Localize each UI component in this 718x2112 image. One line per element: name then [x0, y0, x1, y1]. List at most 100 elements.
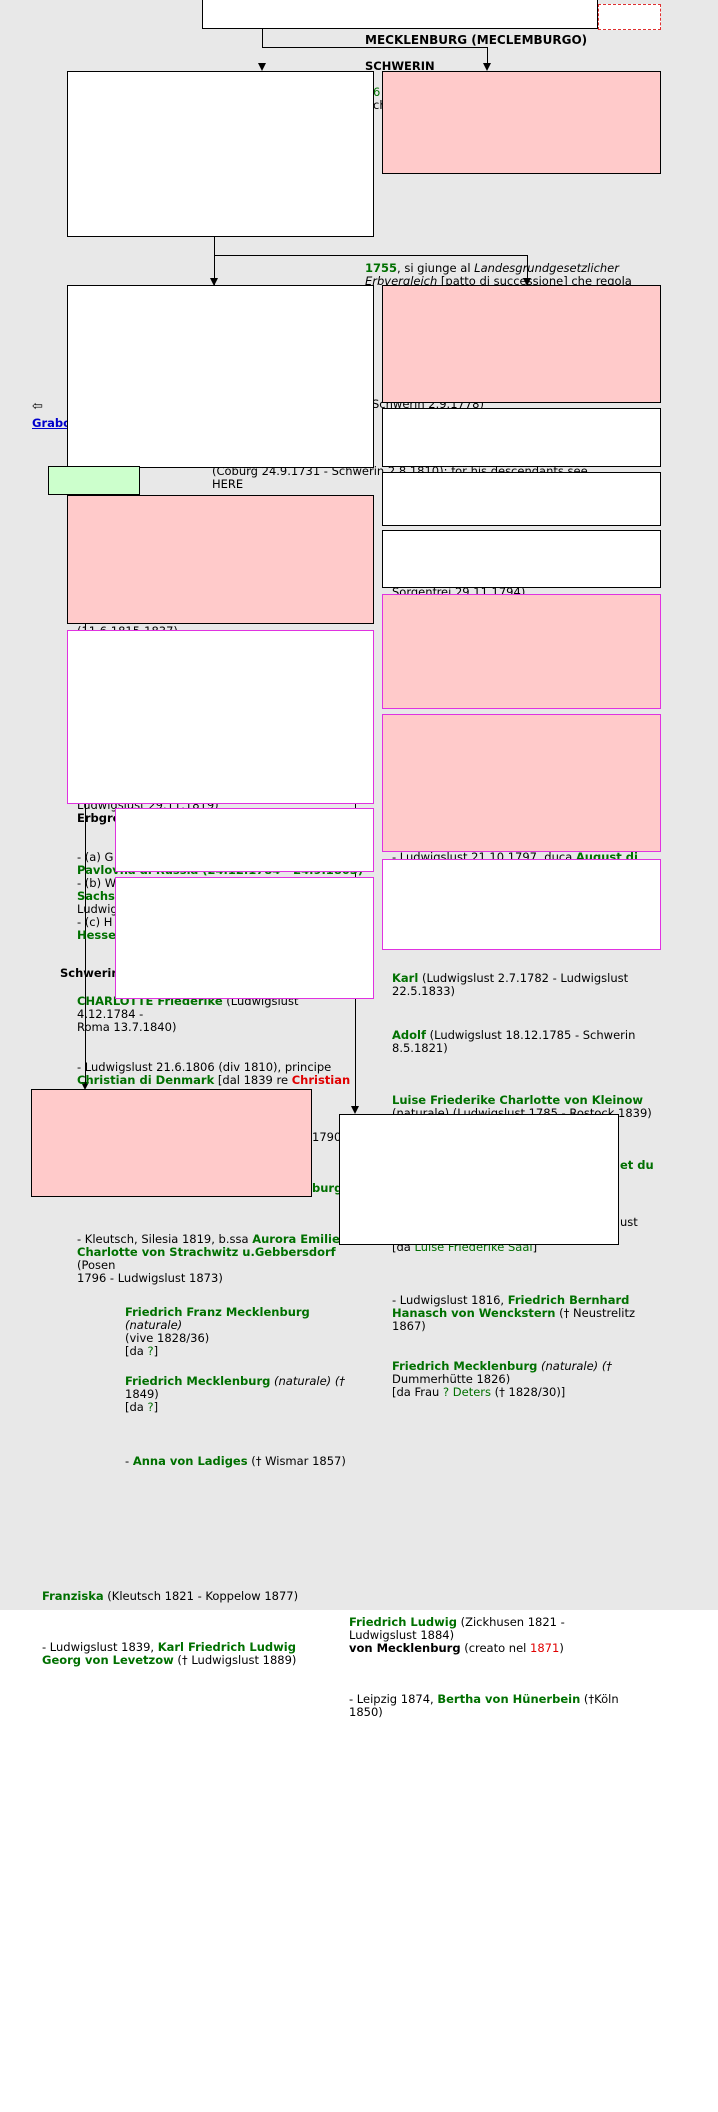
fragment-text: Ludwig: [77, 902, 118, 916]
person-name[interactable]: Franziska: [42, 1589, 104, 1603]
spouse-card: [382, 594, 661, 709]
levetzow-entry: - Ludwigslust 1839, Karl Friedrich Ludwi…: [42, 1641, 342, 1667]
fragment-text: burg: [312, 1181, 343, 1195]
friedrich-franz-entry: Friedrich Franz Mecklenburg (naturale) (…: [125, 1306, 365, 1358]
person-dates: ): [559, 1641, 564, 1655]
person-dates: (†Köln: [580, 1692, 619, 1706]
treaty-text-part: Erbvergleich: [365, 274, 438, 288]
person-card: [67, 71, 374, 237]
treaty-text-part: Landesgrundgesetzlicher: [474, 261, 619, 275]
page-subtitle: SCHWERIN: [365, 59, 435, 73]
back-arrow-icon[interactable]: ⇦: [32, 399, 43, 414]
person-dates: (Kleutsch 1821 - Koppelow 1877): [103, 1589, 299, 1603]
treaty-year: 1755: [365, 261, 398, 275]
mother-text: († 1828/30)]: [491, 1385, 566, 1399]
person-link[interactable]: Christian: [291, 1073, 351, 1087]
mother-link[interactable]: ?: [147, 1344, 154, 1358]
fragment-text: - (a) G: [77, 850, 114, 864]
fragment-text: - (b) W: [77, 876, 117, 890]
year-link[interactable]: 1871: [530, 1641, 560, 1655]
fragment-text: Erbgro: [77, 811, 121, 825]
person-name[interactable]: Friedrich Mecklenburg: [125, 1374, 271, 1388]
fragment-text: Sachse: [77, 889, 123, 903]
fragment-text: 6: [373, 85, 381, 99]
spouse-card: [382, 285, 661, 403]
fragment-text: et du: [620, 1158, 654, 1172]
person-name[interactable]: Charlotte von Strachwitz u.Gebbersdorf: [77, 1245, 336, 1259]
person-dates: (Zickhusen 1821 -: [456, 1615, 565, 1629]
person-dates: († Neustrelitz: [555, 1306, 636, 1320]
person-name[interactable]: Friedrich Bernhard: [507, 1293, 630, 1307]
adolf-entry: Adolf (Ludwigslust 18.12.1785 - Schwerin…: [392, 1029, 692, 1055]
person-dates: (Posen: [77, 1258, 116, 1272]
person-dates: 1849): [125, 1387, 159, 1401]
wenckstern-entry: - Ludwigslust 1816, Friedrich Bernhard H…: [392, 1294, 682, 1333]
person-card: [382, 859, 661, 950]
mother-text: [da Frau: [392, 1385, 443, 1399]
person-name[interactable]: Luise Friederike Charlotte von Kleinow: [392, 1093, 644, 1107]
person-card: [115, 877, 374, 999]
mother-text: [da: [125, 1344, 148, 1358]
spouse-card: [382, 714, 661, 852]
back-link[interactable]: Grabo: [32, 416, 72, 430]
person-dates: Roma 13.7.1840): [77, 1020, 177, 1034]
marker-card: [48, 466, 140, 495]
person-name[interactable]: Friedrich Ludwig: [349, 1615, 457, 1629]
marriage-text: -: [125, 1454, 133, 1468]
person-name[interactable]: Hanasch von Wenckstern: [392, 1306, 556, 1320]
info-card: [382, 472, 661, 526]
marriage-text: [dal 1839 re: [214, 1073, 292, 1087]
person-name[interactable]: Anna von Ladiges: [132, 1454, 248, 1468]
person-dates: Ludwigslust 1884): [349, 1628, 455, 1642]
person-name[interactable]: Adolf: [392, 1028, 426, 1042]
anna-entry: - Anna von Ladiges († Wismar 1857): [125, 1455, 385, 1468]
arrow-down-icon: [258, 63, 266, 71]
huenerbein-entry: - Leipzig 1874, Bertha von Hünerbein (†K…: [349, 1693, 639, 1719]
person-dates: (naturale): [125, 1318, 183, 1332]
marriage-text: - Leipzig 1874,: [349, 1692, 438, 1706]
arrow-down-icon: [351, 1106, 359, 1114]
friedrich-mecklenburg-entry: Friedrich Mecklenburg (naturale) († Dumm…: [392, 1360, 682, 1399]
person-name[interactable]: Aurora Emilie: [252, 1232, 340, 1246]
spouse-card: [382, 71, 661, 174]
franziska-entry: Franziska (Kleutsch 1821 - Koppelow 1877…: [42, 1590, 342, 1603]
person-name[interactable]: Karl Friedrich Ludwig: [157, 1640, 296, 1654]
person-name[interactable]: Georg von Levetzow: [42, 1653, 174, 1667]
person-dates: (Ludwigslust 18.12.1785 - Schwerin: [425, 1028, 636, 1042]
mother-link[interactable]: ?: [147, 1400, 154, 1414]
mother-link[interactable]: ? Deters: [443, 1385, 491, 1399]
person-dates: († Ludwigslust 1889): [173, 1653, 297, 1667]
info-card: [382, 530, 661, 588]
person-name[interactable]: Karl: [392, 971, 419, 985]
person-name[interactable]: Friedrich Mecklenburg: [392, 1359, 538, 1373]
person-dates: (creato nel: [460, 1641, 531, 1655]
connector-line: [487, 47, 488, 65]
person-name[interactable]: Friedrich Franz Mecklenburg: [125, 1305, 310, 1319]
charlotte-entry: CHARLOTTE Friederike (Ludwigslust 4.12.1…: [77, 995, 357, 1034]
marriage-entry: - Ludwigslust 21.6.1806 (div 1810), prin…: [77, 1061, 357, 1087]
person-dates: 1867): [392, 1319, 426, 1333]
person-dates: Dummerhütte 1826): [392, 1372, 511, 1386]
person-dates: 22.5.1833): [392, 984, 456, 998]
fragment-text: Schwerin: [60, 966, 120, 980]
marriage-text: - Ludwigslust 1816,: [392, 1293, 508, 1307]
fragment-text: - (c) H: [77, 915, 113, 929]
arrow-down-icon: [483, 63, 491, 71]
treaty-text-part: , si giunge al: [397, 261, 475, 275]
top-dashed-card: [598, 4, 661, 30]
spouse-card: [67, 495, 374, 624]
person-name[interactable]: Bertha von Hünerbein: [437, 1692, 581, 1706]
treaty-text: 1755, si giunge al Landesgrundgesetzlich…: [365, 262, 665, 288]
person-card: [339, 1114, 619, 1245]
arrow-down-icon: [523, 278, 531, 286]
marriage-text: - Ludwigslust 21.6.1806 (div 1810), prin…: [77, 1060, 332, 1074]
strachwitz-entry: - Kleutsch, Silesia 1819, b.ssa Aurora E…: [77, 1233, 367, 1285]
fragment-text: ust: [620, 1215, 638, 1229]
person-card: [67, 630, 374, 804]
connector-line: [214, 236, 215, 286]
person-dates: (naturale) (†: [537, 1359, 613, 1373]
person-dates: 1850): [349, 1705, 383, 1719]
person-dates: (vive 1828/36): [125, 1331, 210, 1345]
person-card: [67, 285, 374, 468]
person-card: [115, 808, 374, 872]
